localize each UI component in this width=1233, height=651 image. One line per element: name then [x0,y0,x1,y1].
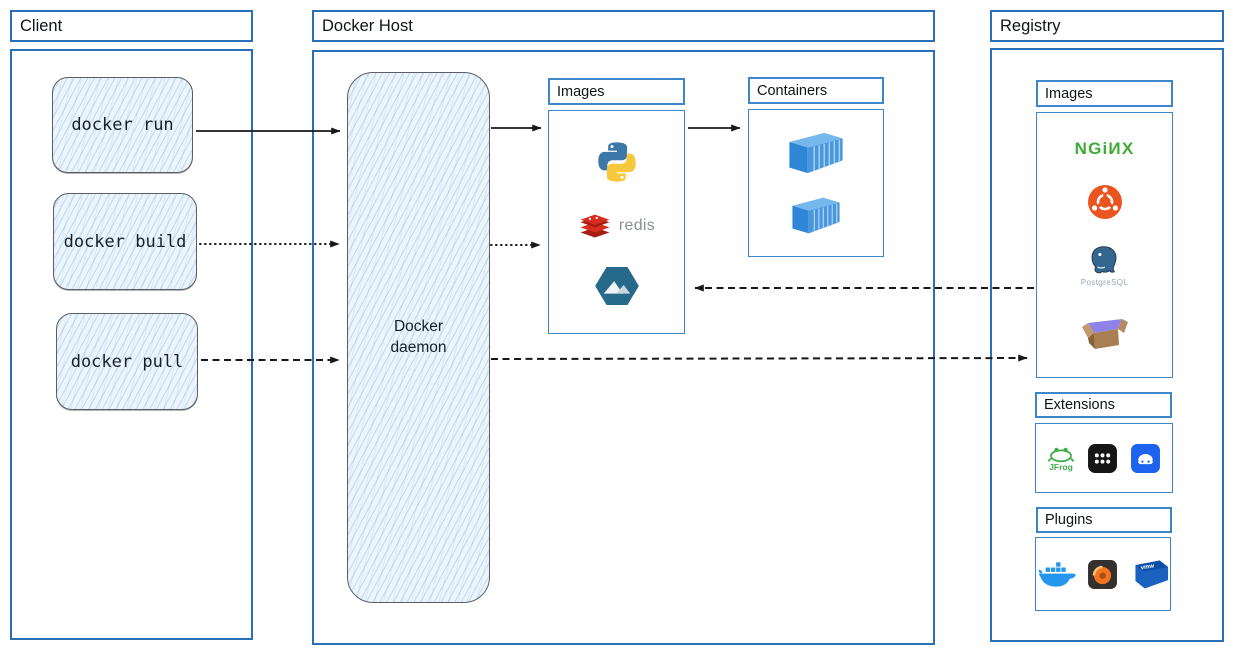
docker-build-label: docker build [63,231,187,252]
host-images-title-box: Images [548,78,685,105]
package-box-icon [1081,319,1128,350]
registry-title-box: Registry [990,10,1224,42]
client-title-box: Client [10,10,253,42]
python-icon [597,142,636,182]
containers-title-box: Containers [748,77,884,104]
vmware-label: vmw [1140,563,1155,571]
host-images-title: Images [557,83,605,100]
nginx-icon: NGiИX [1074,138,1135,158]
docker-pull-label: docker pull [70,351,184,372]
grafana-icon [1088,559,1117,589]
grid-dots-app-icon [1088,443,1117,473]
postgresql-item: PostgreSQL [1081,244,1129,287]
plugins-title: Plugins [1045,512,1093,528]
docker-daemon-node: Docker daemon [347,72,490,603]
docker-pull-node: docker pull [56,313,198,410]
alpine-icon [594,267,639,306]
postgresql-icon [1092,246,1117,274]
docker-host-title: Docker Host [322,16,413,35]
containers-panel [748,109,884,257]
container-icon [792,197,840,234]
docker-run-label: docker run [71,115,174,135]
plugins-panel: vmw [1035,537,1171,611]
redis-label: redis [618,217,656,234]
host-images-panel: redis [548,110,685,334]
jfrog-item: JFrog [1047,444,1075,472]
jfrog-label: JFrog [1049,462,1073,472]
containers-title: Containers [757,82,828,99]
docker-daemon-label: Docker daemon [390,318,447,356]
docker-host-title-box: Docker Host [312,10,935,42]
docker-whale-icon [1038,561,1076,587]
ubuntu-icon [1087,184,1122,219]
client-title: Client [20,16,63,35]
registry-images-title-box: Images [1036,80,1173,107]
docker-build-node: docker build [53,193,197,290]
postgresql-label: PostgreSQL [1080,278,1129,288]
plugins-title-box: Plugins [1036,507,1172,533]
redis-icon [580,214,610,238]
registry-title: Registry [1000,16,1061,35]
extensions-panel: JFrog [1035,423,1173,493]
registry-images-panel: NGiИX PostgreSQL [1036,112,1173,378]
vmware-icon: vmw [1135,560,1169,588]
server-app-icon [1131,443,1160,473]
docker-run-node: docker run [52,77,193,173]
registry-images-title: Images [1045,85,1093,102]
extensions-title: Extensions [1044,397,1115,413]
redis-item: redis [578,213,655,240]
jfrog-icon [1047,447,1075,463]
container-icon [789,132,843,174]
extensions-title-box: Extensions [1035,392,1172,418]
